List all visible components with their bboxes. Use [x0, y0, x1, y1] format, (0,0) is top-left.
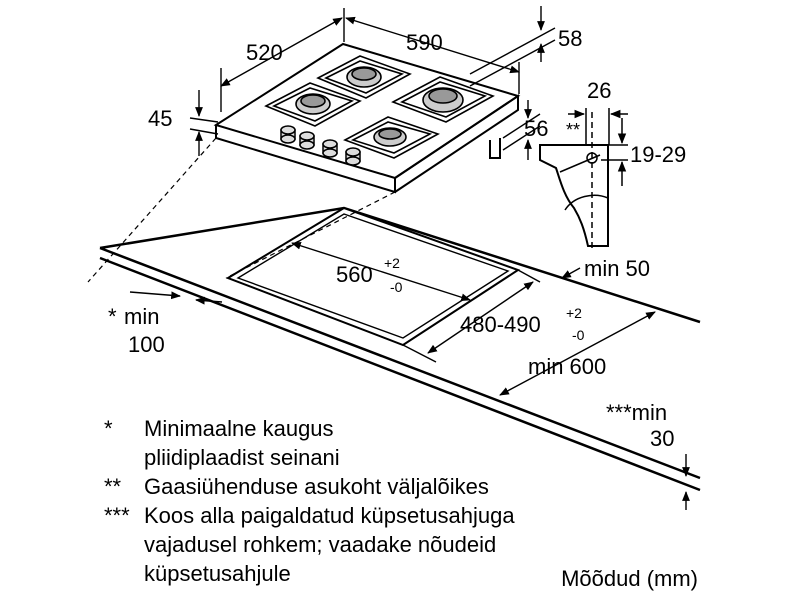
dim-480-490: 480-490 [460, 312, 541, 337]
burner-front-right [343, 116, 440, 159]
legend-text-line: Koos alla paigaldatud küpsetusahjuga [144, 503, 515, 528]
gas-pipe [489, 138, 501, 159]
control-knobs [280, 125, 361, 166]
conn-mark: ** [566, 120, 580, 140]
worktop-section [539, 144, 609, 247]
legend-item-2: ** Gaasiühenduse asukoht väljalõikes [104, 472, 704, 501]
legend-mark: * [104, 416, 113, 441]
legend-mark: ** [104, 474, 122, 499]
dim-19-29: 19-29 [630, 142, 686, 167]
dim-min-600: min 600 [528, 354, 606, 379]
dim-58: 58 [558, 26, 582, 51]
dimension-labels: 520 590 58 45 56 26 ** 19-29 560 +2 -0 4… [108, 26, 686, 451]
dim-min-below-value: 30 [650, 426, 674, 451]
dim-480-490-tol-lower: -0 [572, 327, 585, 343]
knob-3 [322, 139, 338, 158]
legend-text-line: Gaasiühenduse asukoht väljalõikes [144, 474, 489, 499]
legend-item-1: * Minimaalne kaugus pliidiplaadist seina… [104, 414, 704, 472]
legend-text-line: vajadusel rohkem; vaadake nõudeid [144, 532, 497, 557]
cutout-inner [236, 213, 510, 339]
dim-590: 590 [406, 30, 443, 55]
hob-side-edge [394, 94, 519, 193]
dim-56: 56 [524, 116, 548, 141]
hob-dimension-lines [189, 6, 556, 160]
knob-4 [345, 147, 361, 166]
legend-text-line: Minimaalne kaugus [144, 416, 334, 441]
dim-560: 560 [336, 262, 373, 287]
knob-1 [280, 125, 296, 144]
knob-2 [299, 131, 315, 150]
dim-min-side-label: min [124, 304, 159, 329]
gas-connection-detail [539, 108, 628, 248]
dim-560-tol-upper: +2 [384, 255, 400, 271]
dim-560-tol-lower: -0 [390, 279, 403, 295]
dim-min-side-mark: * [108, 304, 117, 329]
worktop-front-edge [99, 246, 701, 480]
burner-front-left [264, 82, 362, 127]
legend: * Minimaalne kaugus pliidiplaadist seina… [104, 414, 704, 588]
dim-min-side-value: 100 [128, 332, 165, 357]
dim-520: 520 [246, 40, 283, 65]
hob-front-edge [215, 125, 396, 194]
hob-drawing [213, 42, 521, 194]
burner-back-right [391, 76, 495, 123]
legend-text-line: küpsetusahjule [144, 561, 291, 586]
legend-item-3: *** Koos alla paigaldatud küpsetusahjuga… [104, 501, 704, 588]
legend-mark: *** [104, 503, 130, 528]
dim-min-50: min 50 [584, 256, 650, 281]
units-label: Mõõdud (mm) [561, 566, 698, 591]
dim-45: 45 [148, 106, 172, 131]
dim-480-490-tol-upper: +2 [566, 305, 582, 321]
dim-min-below-label: ***min [606, 400, 667, 425]
worktop-dimension-lines [129, 241, 690, 510]
dim-26: 26 [587, 78, 611, 103]
legend-text-line: pliidiplaadist seinani [144, 445, 340, 470]
